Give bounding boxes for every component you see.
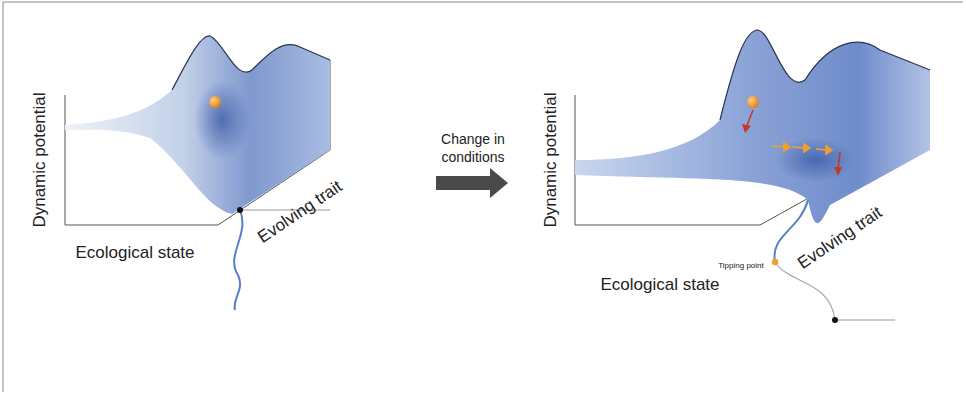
equilibrium-curve — [234, 210, 242, 310]
axis-title: Dynamic potential — [30, 92, 50, 227]
drift-arrows — [772, 143, 832, 154]
axis-title: Ecological state — [600, 275, 719, 295]
axis-title: Ecological state — [75, 243, 194, 263]
potential-surface — [65, 36, 330, 214]
arrow-caption: Change in conditions — [428, 130, 518, 166]
axis-title: Dynamic potential — [541, 92, 561, 227]
state-ball — [747, 96, 759, 108]
state-ball — [209, 96, 221, 108]
change-arrow — [436, 168, 508, 198]
axis-title: Evolving trait — [794, 203, 886, 274]
potential-surface — [575, 30, 930, 223]
annotation: Tipping point — [718, 261, 764, 270]
